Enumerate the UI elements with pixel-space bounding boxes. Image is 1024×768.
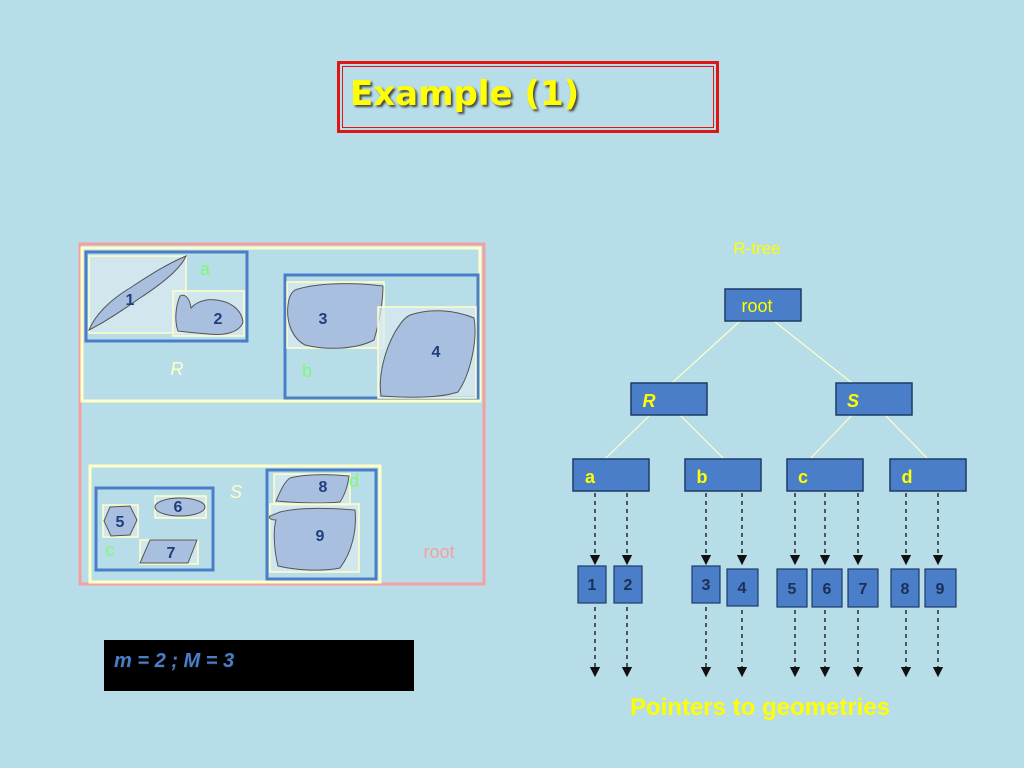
region-S bbox=[88, 464, 382, 584]
param-M-label: M bbox=[183, 650, 201, 672]
object-label-3: 3 bbox=[319, 311, 328, 328]
tree-node-b-label: b bbox=[697, 467, 708, 487]
region-label-a: a bbox=[200, 259, 211, 279]
param-eq-1: = bbox=[137, 650, 155, 672]
tree-node-root bbox=[724, 288, 802, 322]
region-label-R: R bbox=[171, 359, 184, 379]
region-label-d: d bbox=[349, 471, 359, 491]
rtree-caption: R-tree bbox=[733, 239, 780, 258]
tree-node-b bbox=[684, 458, 762, 492]
region-R bbox=[80, 246, 482, 403]
entry-box-9 bbox=[924, 568, 957, 608]
entry-pointers bbox=[589, 493, 944, 566]
object-9-shape bbox=[268, 507, 356, 571]
entry-label-2: 2 bbox=[624, 577, 633, 594]
object-label-5: 5 bbox=[116, 514, 125, 531]
geometry-pointers bbox=[589, 607, 944, 678]
tree-node-a bbox=[572, 458, 650, 492]
edge-root-S bbox=[773, 320, 853, 384]
object-4-shape bbox=[379, 310, 476, 398]
object-2-shape bbox=[175, 294, 244, 335]
title-border bbox=[337, 61, 719, 133]
entry-label-9: 9 bbox=[936, 581, 945, 598]
entry-box-1 bbox=[577, 565, 607, 604]
region-d bbox=[265, 468, 378, 581]
object-label-4: 4 bbox=[432, 344, 441, 361]
object-6-shape bbox=[154, 497, 206, 517]
param-m-value: 2 bbox=[154, 650, 166, 672]
title-inner-border bbox=[342, 66, 714, 128]
tree-node-S bbox=[835, 382, 913, 416]
pointers-caption: Pointers to geometries bbox=[629, 694, 891, 721]
entry-box-2 bbox=[613, 565, 643, 604]
tree-node-R bbox=[630, 382, 708, 416]
entry-box-8 bbox=[890, 568, 920, 608]
entry-label-7: 7 bbox=[859, 581, 868, 598]
entry-label-1: 1 bbox=[588, 577, 597, 594]
param-m-label: m bbox=[114, 650, 132, 672]
root-region bbox=[78, 242, 486, 586]
object-label-8: 8 bbox=[319, 479, 328, 496]
object-3-shape bbox=[287, 283, 384, 349]
parameters-box bbox=[104, 640, 414, 691]
edge-R-a bbox=[604, 414, 651, 460]
tree-node-d bbox=[889, 458, 967, 492]
tree-node-d-label: d bbox=[902, 467, 913, 487]
region-label-S: S bbox=[230, 482, 242, 502]
tree-node-c bbox=[786, 458, 864, 492]
entry-box-5 bbox=[776, 568, 808, 608]
tree-node-c-label: c bbox=[798, 467, 808, 487]
edge-S-d bbox=[884, 414, 929, 460]
leaf-entries: 1 2 3 4 5 6 7 8 9 bbox=[577, 565, 957, 608]
tree-node-R-label: R bbox=[643, 391, 656, 411]
object-label-9: 9 bbox=[316, 528, 325, 545]
entry-label-4: 4 bbox=[738, 580, 747, 597]
edge-root-R bbox=[671, 320, 741, 384]
region-a bbox=[84, 250, 249, 343]
object-1-shape bbox=[88, 255, 187, 332]
object-label-6: 6 bbox=[174, 499, 183, 516]
region-label-c: c bbox=[106, 540, 115, 560]
param-separator: ; bbox=[171, 650, 184, 672]
parameters-text: m = 2 ; M = 3 bbox=[114, 650, 234, 673]
spatial-view: 1 2 3 4 5 6 7 8 9 a b c d R S root bbox=[78, 242, 486, 586]
entry-label-8: 8 bbox=[901, 581, 910, 598]
object-label-1: 1 bbox=[126, 292, 135, 309]
region-label-root: root bbox=[423, 542, 454, 562]
rtree: R-tree root R S a b c d bbox=[572, 239, 967, 678]
edge-S-c bbox=[809, 414, 853, 460]
page-title: Example (1) bbox=[350, 74, 580, 114]
object-label-7: 7 bbox=[167, 545, 176, 562]
entry-label-3: 3 bbox=[702, 577, 711, 594]
object-8-shape bbox=[275, 474, 350, 504]
param-eq-2: = bbox=[205, 650, 223, 672]
object-7-shape bbox=[139, 539, 198, 564]
entry-label-6: 6 bbox=[823, 581, 832, 598]
region-label-b: b bbox=[302, 361, 312, 381]
entry-box-3 bbox=[691, 565, 721, 604]
param-M-value: 3 bbox=[223, 650, 235, 672]
edge-R-b bbox=[679, 414, 725, 460]
region-c bbox=[94, 486, 215, 572]
tree-node-root-label: root bbox=[741, 296, 772, 316]
entry-box-6 bbox=[811, 568, 843, 608]
object-label-2: 2 bbox=[214, 311, 223, 328]
object-5-shape bbox=[103, 505, 138, 537]
entry-label-5: 5 bbox=[788, 581, 797, 598]
tree-node-S-label: S bbox=[847, 391, 859, 411]
tree-node-a-label: a bbox=[585, 467, 596, 487]
entry-box-4 bbox=[726, 568, 759, 607]
entry-box-7 bbox=[847, 568, 879, 608]
